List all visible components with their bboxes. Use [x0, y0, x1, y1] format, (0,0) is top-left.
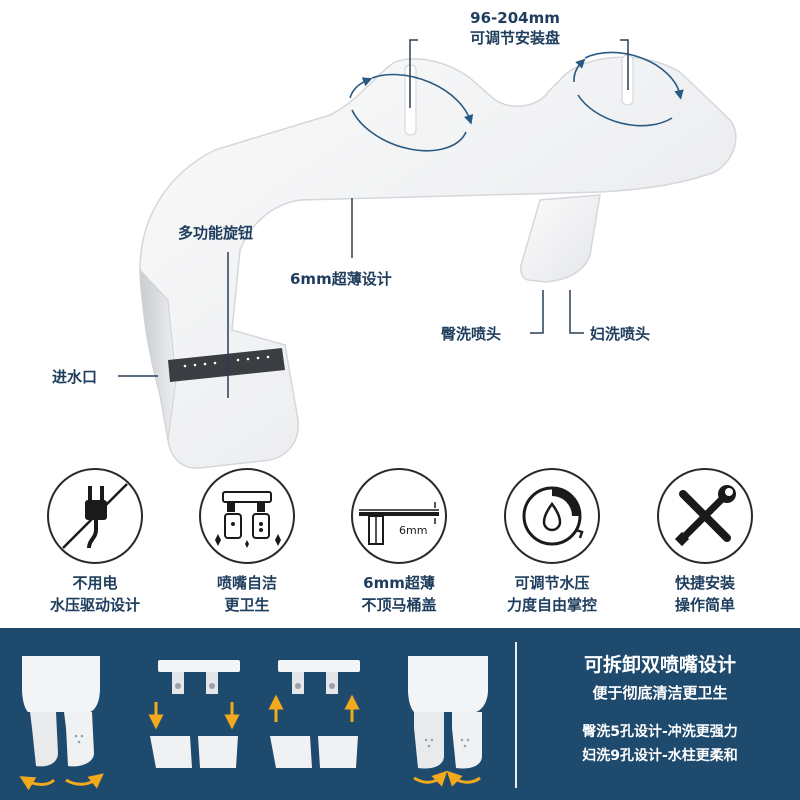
- nozzle-reattach-step3: [268, 660, 360, 768]
- nozzle-detach-diagram: [19, 656, 488, 791]
- no-plug-icon: [47, 468, 143, 564]
- nozzle-rotate-step4: [408, 656, 488, 787]
- clean-nozzle-icon: [199, 468, 295, 564]
- feminine-nozzle-label: 妇洗喷头: [590, 325, 651, 343]
- water-inlet-label: 进水口: [52, 368, 98, 386]
- panel-line1: 臀洗5孔设计-冲洗更强力: [582, 724, 738, 740]
- knob-scale-dots: [183, 355, 270, 368]
- feature-no-electricity: 不用电 水压驱动设计: [35, 468, 155, 616]
- thin-design-label: 6mm超薄设计: [290, 270, 392, 288]
- rear-nozzle-label: 臀洗喷头: [441, 325, 502, 343]
- panel-divider: [515, 642, 517, 788]
- panel-subtitle: 便于彻底清洁更卫生: [592, 684, 728, 702]
- knob-label: 多功能旋钮: [178, 224, 254, 242]
- bidet-body: [139, 56, 737, 469]
- arm-side-face: [139, 268, 177, 441]
- mount-dimension-label: 96-204mm 可调节安装盘: [420, 8, 610, 48]
- nozzle-assembled-step1: [19, 656, 104, 791]
- feature-line2: 操作简单: [674, 596, 735, 614]
- feature-line2: 更卫生: [224, 596, 270, 614]
- feature-adjustable-pressure: 可调节水压 力度自由掌控: [492, 468, 612, 616]
- mount-size: 96-204mm: [470, 9, 560, 27]
- feature-line2: 不顶马桶盖: [361, 596, 437, 614]
- feature-line1: 快捷安装: [674, 574, 735, 592]
- feature-line2: 水压驱动设计: [49, 596, 140, 614]
- adjust-ring-right-icon: [573, 51, 684, 127]
- callout-lines: [118, 39, 629, 398]
- panel-text: 可拆卸双喷嘴设计 便于彻底清洁更卫生 臀洗5孔设计-冲洗更强力 妇洗9孔设计-水…: [520, 650, 800, 768]
- feature-line2: 力度自由掌控: [506, 596, 597, 614]
- knob-band: [168, 348, 285, 382]
- feature-self-cleaning: 喷嘴自洁 更卫生: [187, 468, 307, 616]
- panel-title: 可拆卸双喷嘴设计: [583, 654, 736, 676]
- thin-profile-icon: 6mm: [351, 468, 447, 564]
- panel-line2: 妇洗9孔设计-水柱更柔和: [582, 748, 738, 764]
- tools-icon: [657, 468, 753, 564]
- nozzle-removed-step2: [148, 660, 240, 768]
- feature-ultra-thin: 6mm 6mm超薄 不顶马桶盖: [339, 468, 459, 616]
- detachable-nozzle-panel: [0, 628, 800, 800]
- feature-easy-install: 快捷安装 操作简单: [645, 468, 765, 616]
- mount-label: 可调节安装盘: [469, 29, 560, 47]
- adjust-ring-left-icon: [349, 73, 474, 152]
- nozzle-housing: [520, 194, 601, 283]
- feature-line1: 不用电: [72, 574, 118, 592]
- feature-line1: 6mm超薄: [363, 574, 435, 592]
- thin-dim-text: 6mm: [399, 524, 427, 537]
- bidet-product-illustration: [118, 39, 737, 469]
- pressure-dial-icon: [504, 468, 600, 564]
- feature-line1: 喷嘴自洁: [216, 574, 277, 592]
- feature-line1: 可调节水压: [514, 574, 590, 592]
